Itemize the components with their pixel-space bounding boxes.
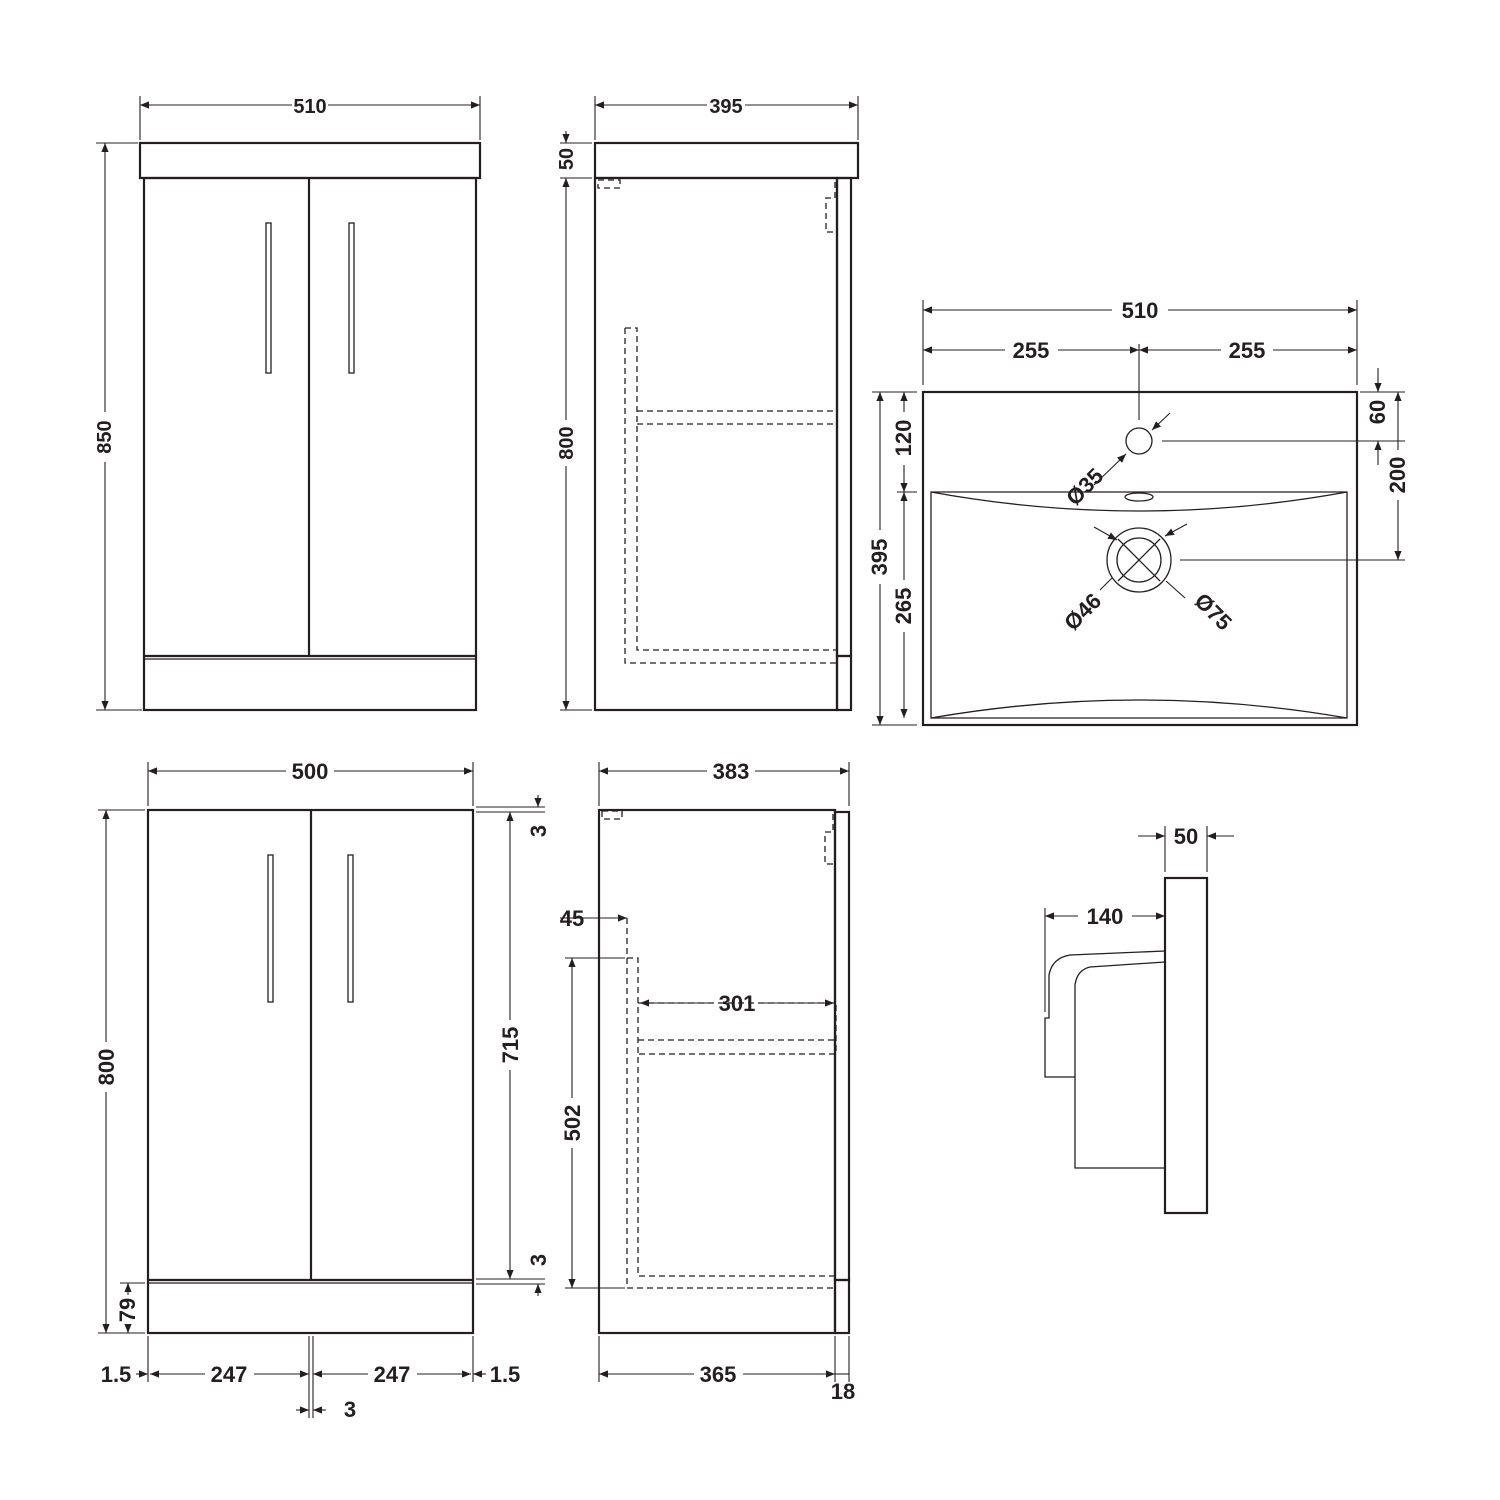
basin-bowl-profile (1044, 950, 1166, 1169)
dim-door-thickness: 18 (831, 1379, 855, 1404)
door-edge-bottom (833, 810, 851, 1282)
basin-profile-view: 50 140 (1044, 824, 1234, 1215)
dim-basin-width: 510 (1122, 298, 1159, 323)
dim-side-right: 1.5 (490, 1362, 521, 1387)
side-view-with-basin: 395 50 800 (556, 96, 860, 712)
dim-back-offset: 60 (1365, 400, 1390, 424)
right-door-handle (348, 222, 355, 374)
dim-door-right: 247 (374, 1362, 411, 1387)
dim-waste-inner: Ø46 (1059, 588, 1106, 635)
dim-front-top-width: 510 (293, 96, 326, 118)
dim-waste-outer: Ø75 (1190, 588, 1237, 635)
dim-shelf-depth: 301 (719, 991, 756, 1016)
dim-tap-offset: 120 (891, 420, 916, 457)
basin-top (138, 141, 482, 180)
dim-basin-half-right: 255 (1229, 338, 1266, 363)
dim-profile-thickness: 50 (1174, 824, 1198, 849)
left-door-handle-front (267, 854, 274, 1003)
dim-carcass-depth: 365 (700, 1362, 737, 1387)
dim-door-left: 247 (211, 1362, 248, 1387)
dim-basin-thickness: 50 (556, 148, 578, 170)
dim-gap-top: 3 (526, 825, 551, 837)
basin-plan-view: 510 255 255 395 120 265 60 200 (867, 298, 1410, 727)
dim-shelf-offset: 45 (560, 906, 584, 931)
dim-waste-offset: 200 (1385, 457, 1410, 494)
dim-bowl-depth: 265 (891, 588, 916, 625)
cabinet-side (593, 176, 839, 712)
dim-side-left: 1.5 (101, 1362, 132, 1387)
dim-front-width: 500 (292, 759, 329, 784)
right-door-handle-front (347, 854, 354, 1003)
dim-front-top-height: 850 (94, 420, 116, 453)
dim-profile-projection: 140 (1087, 904, 1124, 929)
overflow-slot (1124, 492, 1154, 502)
front-view-with-basin: 510 850 (94, 96, 482, 712)
dim-plinth: 79 (115, 1298, 140, 1322)
dim-side-top-width: 395 (709, 96, 742, 118)
dim-door-height: 715 (498, 1027, 523, 1064)
waste-outer (1106, 527, 1172, 593)
cabinet-side-view: 383 301 45 502 365 18 (560, 759, 855, 1404)
door-edge (835, 176, 853, 658)
dim-basin-depth: 395 (867, 539, 892, 576)
left-door-handle (265, 222, 272, 374)
cabinet-front-view: 500 800 79 3 715 3 1.5 247 (94, 759, 551, 1422)
dim-shelf-height: 502 (560, 1105, 585, 1142)
waste-inner (1116, 537, 1162, 583)
bowl-outline (930, 491, 1348, 719)
shelf (638, 1002, 837, 1055)
dim-front-height: 800 (94, 1049, 119, 1086)
dim-center-gap: 3 (344, 1397, 356, 1422)
dim-cabinet-height: 800 (556, 426, 578, 459)
basin-profile-slab (1163, 876, 1209, 1215)
basin-side (593, 141, 860, 180)
basin-outline (921, 390, 1359, 727)
cabinet-side-body (597, 808, 837, 1335)
dim-side-depth: 383 (713, 759, 750, 784)
dim-tap-hole: Ø35 (1061, 463, 1108, 510)
tap-hole (1125, 427, 1153, 455)
dim-basin-half-left: 255 (1013, 338, 1050, 363)
dim-gap-bottom: 3 (526, 1254, 551, 1266)
